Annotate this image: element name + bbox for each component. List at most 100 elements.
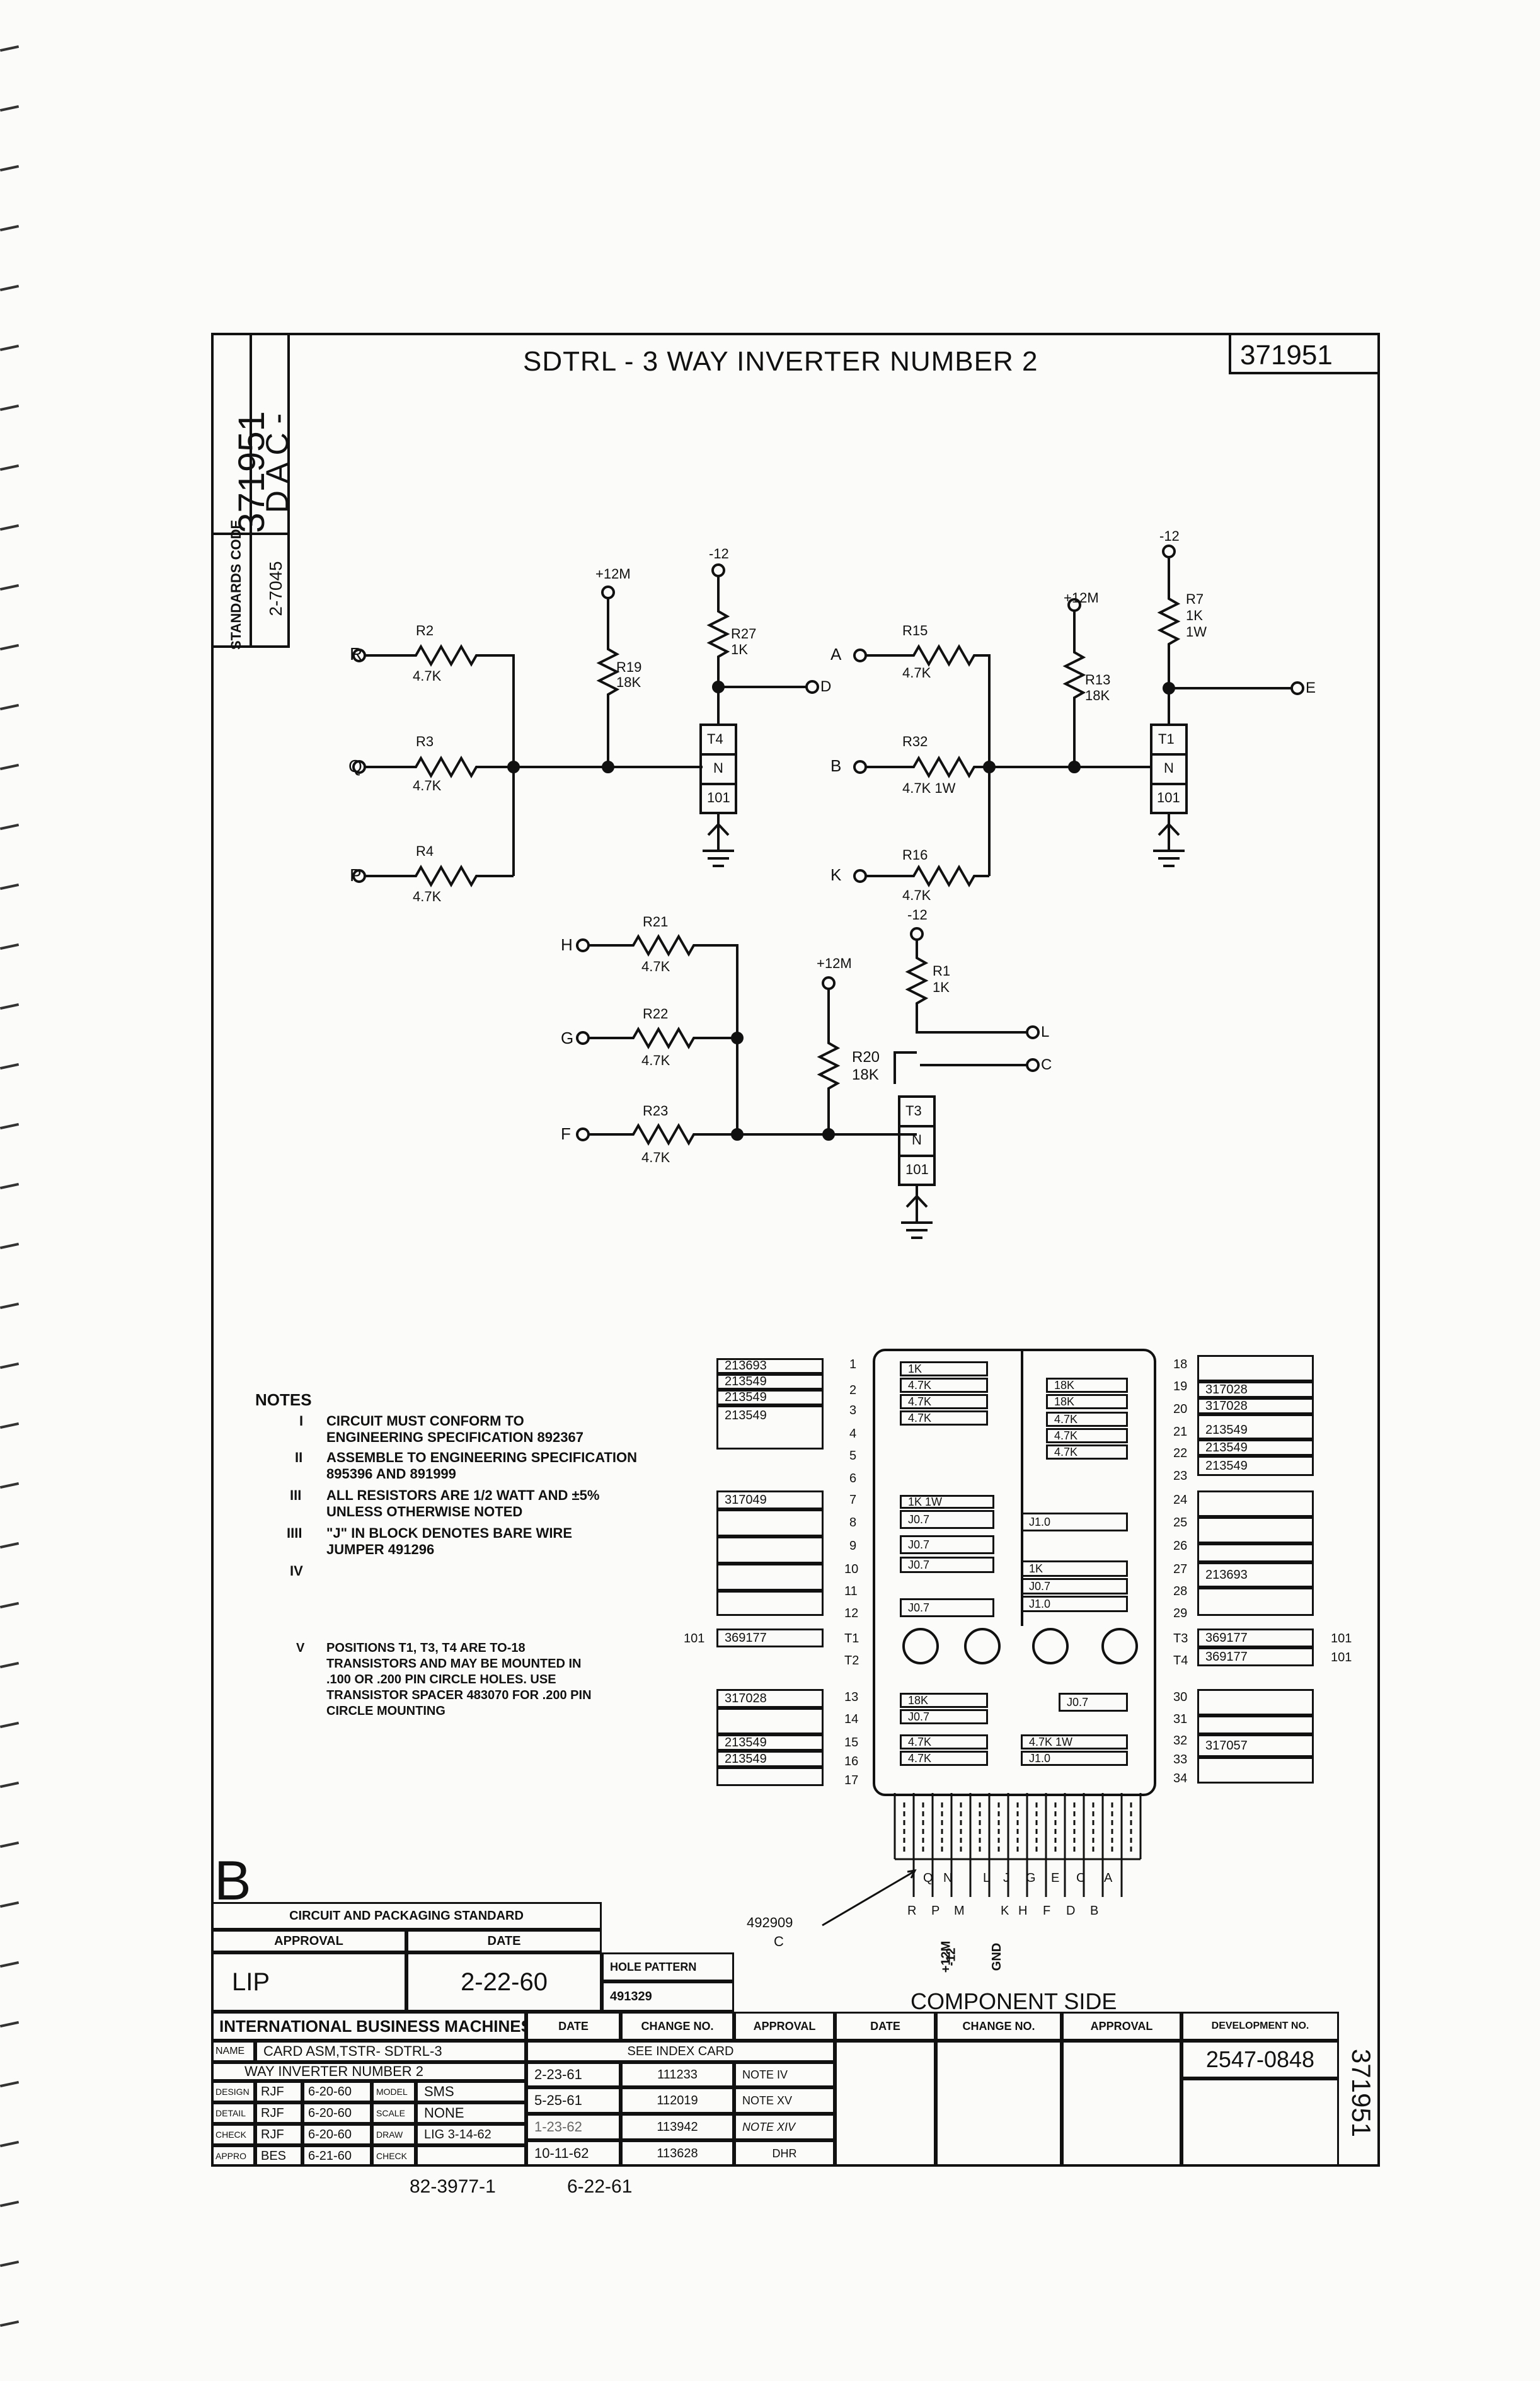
right-part-24 bbox=[1197, 1490, 1314, 1517]
t4-code-label: 101 bbox=[1331, 1651, 1352, 1664]
sig-val-3: LIG 3-14-62 bbox=[416, 2124, 526, 2145]
note-6-num: V bbox=[296, 1641, 305, 1655]
input-b: B bbox=[830, 756, 842, 775]
input-k: K bbox=[830, 865, 842, 884]
input-g: G bbox=[561, 1029, 574, 1047]
comp-right-1: 18K bbox=[1046, 1378, 1128, 1393]
r16-ref: R16 bbox=[902, 847, 928, 863]
note-6-line4: TRANSISTOR SPACER 483070 FOR .200 PIN bbox=[326, 1688, 592, 1702]
r20-ref: R20 bbox=[852, 1049, 880, 1066]
right-pin-32: 32 bbox=[1173, 1734, 1188, 1748]
change-2-appr: NOTE XV bbox=[734, 2087, 835, 2114]
t1-code-label: 101 bbox=[684, 1632, 705, 1646]
left-part-t1: 369177 bbox=[716, 1629, 824, 1647]
left-pin-15: 15 bbox=[844, 1736, 859, 1750]
input-f: F bbox=[561, 1124, 571, 1143]
right-part-t3: 369177 bbox=[1197, 1629, 1314, 1647]
left-part-16: 213549 bbox=[716, 1751, 824, 1767]
sig-label-3: CHECK bbox=[211, 2124, 255, 2145]
conn-pin-q: Q bbox=[923, 1871, 933, 1885]
right-part-21: 213549 bbox=[1197, 1414, 1314, 1439]
part-number-label: 492909 bbox=[747, 1915, 793, 1930]
comp-right-6: J1.0 bbox=[1021, 1513, 1128, 1531]
right-pin-21: 21 bbox=[1173, 1425, 1188, 1439]
note-1-line1: CIRCUIT MUST CONFORM TO bbox=[326, 1413, 524, 1429]
left-part-4: 213549 bbox=[716, 1405, 824, 1450]
dev-number: 2547-0848 bbox=[1181, 2041, 1339, 2078]
supply-t1-minus: -12 bbox=[1159, 528, 1180, 544]
comp-left-9: J0.7 bbox=[900, 1598, 994, 1617]
conn-pin-f: F bbox=[1043, 1904, 1051, 1918]
connector-tab bbox=[894, 1793, 1142, 1897]
r13-val: 18K bbox=[1085, 688, 1110, 703]
supply-t3-plus: +12M bbox=[817, 955, 852, 971]
conn-pin-c: C bbox=[1076, 1871, 1086, 1885]
conn-pin-k: K bbox=[1001, 1904, 1009, 1918]
r4-ref: R4 bbox=[416, 843, 434, 859]
left-part-17 bbox=[716, 1767, 824, 1786]
right-part-30 bbox=[1197, 1689, 1314, 1715]
change-1-appr: NOTE IV bbox=[734, 2062, 835, 2087]
output-e: E bbox=[1306, 679, 1316, 696]
supply-label-gnd: GND bbox=[990, 1942, 1004, 1971]
note-2-num: II bbox=[295, 1450, 303, 1465]
right-pin-30: 30 bbox=[1173, 1690, 1188, 1704]
change-2-date: 5-25-61 bbox=[526, 2087, 621, 2114]
left-pin-17: 17 bbox=[844, 1773, 859, 1787]
side-drawing-number: 371951 bbox=[1347, 2048, 1376, 2138]
note-3-line2: UNLESS OTHERWISE NOTED bbox=[326, 1504, 523, 1519]
r21-val: 4.7K bbox=[641, 959, 670, 974]
comp-left-2: 4.7K bbox=[900, 1378, 988, 1393]
comp-left-13: 4.7K bbox=[900, 1751, 988, 1766]
t1-code: 101 bbox=[1157, 790, 1180, 805]
input-h: H bbox=[561, 935, 573, 954]
inverter-t3 bbox=[576, 927, 1040, 1239]
r7-val: 1K bbox=[1186, 608, 1203, 623]
name-value: CARD ASM,TSTR- SDTRL-3 bbox=[255, 2041, 526, 2062]
component-side-label: COMPONENT SIDE bbox=[911, 1988, 1117, 2014]
r2-ref: R2 bbox=[416, 623, 434, 638]
conn-pin-p: P bbox=[931, 1904, 940, 1918]
revision-letter: B bbox=[214, 1849, 251, 1911]
r2-val: 4.7K bbox=[413, 668, 442, 684]
r3-val: 4.7K bbox=[413, 778, 442, 793]
comp-right-8: J0.7 bbox=[1021, 1578, 1128, 1594]
conn-pin-j: J bbox=[1003, 1871, 1009, 1885]
input-p: P bbox=[350, 865, 362, 885]
right-pin-22: 22 bbox=[1173, 1446, 1188, 1460]
form-date: 6-22-61 bbox=[567, 2176, 633, 2197]
note-4-line1: "J" IN BLOCK DENOTES BARE WIRE bbox=[326, 1525, 572, 1541]
left-pin-2: 2 bbox=[849, 1383, 857, 1397]
note-5-num: IV bbox=[290, 1563, 303, 1579]
left-pin-12: 12 bbox=[844, 1606, 859, 1620]
date-value: 2-22-60 bbox=[406, 1952, 602, 2012]
note-3-line1: ALL RESISTORS ARE 1/2 WATT AND ±5% bbox=[326, 1487, 600, 1503]
comp-left-3: 4.7K bbox=[900, 1394, 988, 1409]
change-4-appr: DHR bbox=[734, 2140, 835, 2167]
standard-heading: CIRCUIT AND PACKAGING STANDARD bbox=[211, 1902, 602, 1930]
conn-pin-a: A bbox=[1104, 1871, 1113, 1885]
r32-ref: R32 bbox=[902, 734, 928, 749]
r27-val: 1K bbox=[731, 642, 748, 657]
change-empty-4 bbox=[1062, 2041, 1181, 2167]
left-pin-10: 10 bbox=[844, 1562, 859, 1576]
right-part-23: 213549 bbox=[1197, 1456, 1314, 1476]
sig-who-4: BES bbox=[255, 2145, 302, 2167]
r7-watt: 1W bbox=[1186, 624, 1207, 640]
change-2-no: 112019 bbox=[621, 2087, 734, 2114]
left-pin-1: 1 bbox=[849, 1358, 857, 1371]
change-3-date: 1-23-62 bbox=[526, 2114, 621, 2140]
r27-ref: R27 bbox=[731, 626, 757, 642]
left-part-2: 213549 bbox=[716, 1374, 824, 1390]
left-part-3: 213549 bbox=[716, 1390, 824, 1405]
note-1-num: I bbox=[299, 1413, 304, 1429]
comp-right-2: 18K bbox=[1046, 1394, 1128, 1409]
sig-label-2: DETAIL bbox=[211, 2102, 255, 2124]
right-part-18 bbox=[1197, 1355, 1314, 1381]
right-part-27: 213693 bbox=[1197, 1562, 1314, 1588]
sig-val-2: NONE bbox=[416, 2102, 526, 2124]
r1-val: 1K bbox=[933, 979, 950, 995]
r21-ref: R21 bbox=[643, 914, 669, 930]
right-pin-29: 29 bbox=[1173, 1606, 1188, 1620]
left-part-10 bbox=[716, 1564, 824, 1591]
